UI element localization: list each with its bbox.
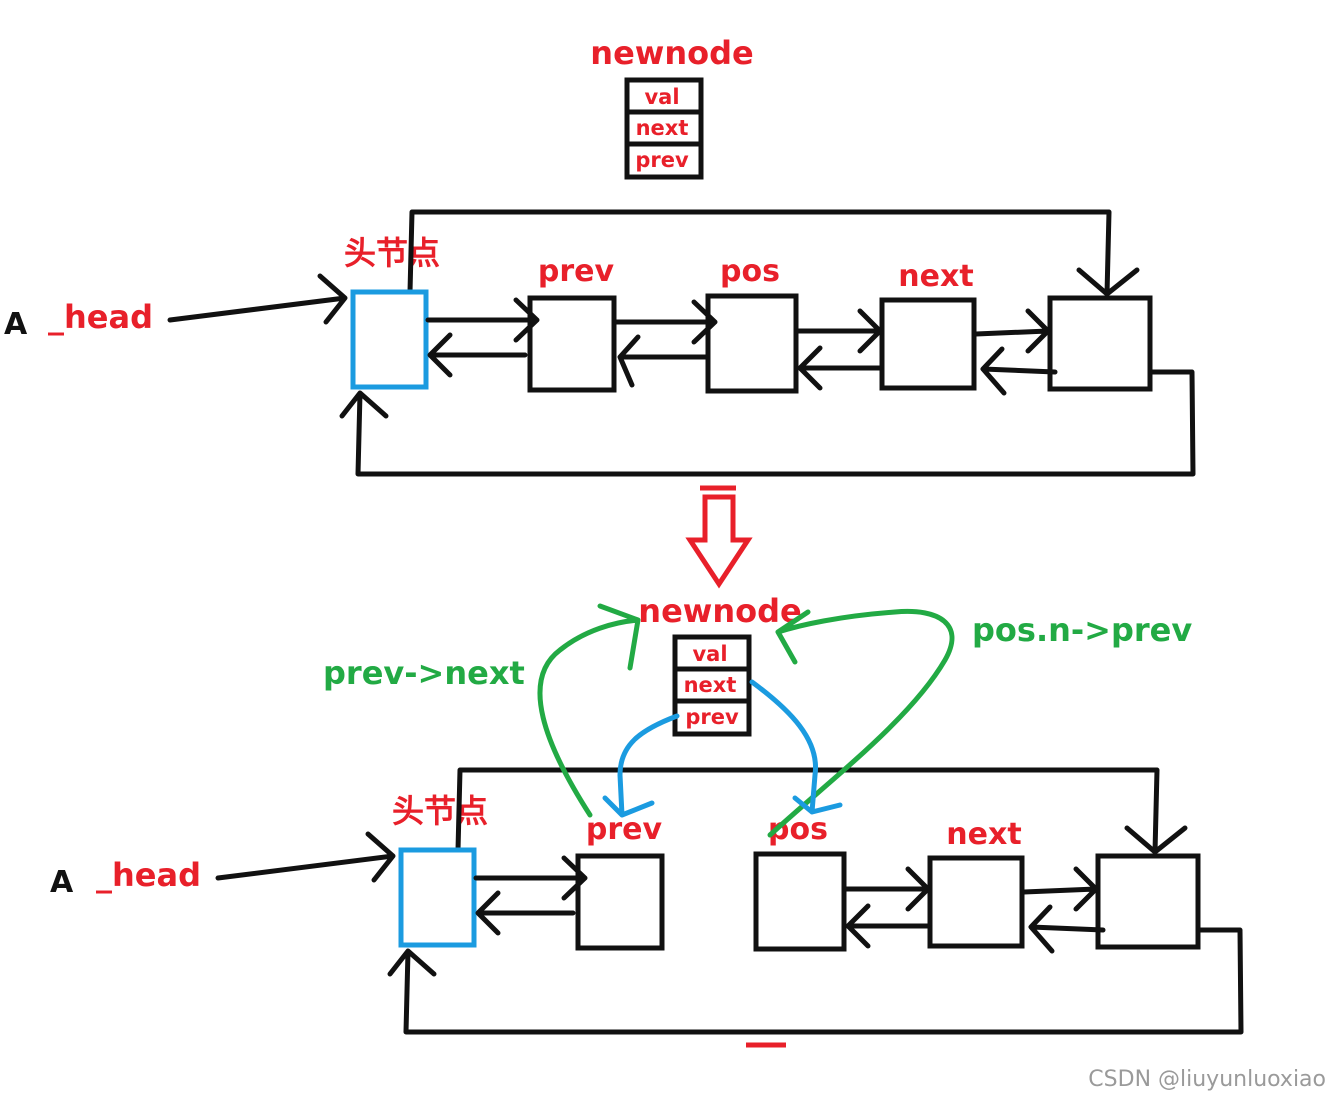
top-loop-top-arrow xyxy=(407,209,1140,297)
annotation-pos-prev: pos.n->prev xyxy=(972,611,1192,649)
bottom-newnode-title: newnode xyxy=(638,592,801,630)
top-link-arrow xyxy=(613,299,718,345)
bottom-field-next: next xyxy=(684,673,737,697)
bottom-label-prev: prev xyxy=(586,812,663,847)
bottom-node-tail xyxy=(1095,853,1201,950)
down-arrow-icon xyxy=(685,494,753,589)
top-head-node xyxy=(350,289,429,390)
top-link-arrow xyxy=(425,297,540,343)
top-loop-bottom-arrow xyxy=(339,369,1196,477)
bottom-node-pos xyxy=(753,851,847,952)
top-link-arrow xyxy=(980,346,1058,396)
bottom-pointer-letter: A xyxy=(50,865,74,900)
top-node-next xyxy=(879,297,977,391)
annotation-prev-next: prev->next xyxy=(323,654,525,692)
bottom-label-next: next xyxy=(946,817,1021,852)
blue-curve-newnode-next-arrow xyxy=(749,679,843,815)
top-field-val: val xyxy=(644,85,679,109)
bottom-node-next xyxy=(927,855,1025,949)
top-label-prev: prev xyxy=(538,254,615,289)
top-link-arrow xyxy=(795,308,883,354)
bottom-loop-top-arrow xyxy=(455,767,1188,855)
blue-curve-newnode-prev-arrow xyxy=(602,713,680,818)
top-head-pointer-arrow xyxy=(167,273,348,325)
top-link-arrow xyxy=(617,334,709,388)
bottom-loop-bottom-arrow xyxy=(387,927,1244,1035)
top-node-tail xyxy=(1047,295,1153,392)
top-link-arrow xyxy=(797,345,883,391)
watermark: CSDN @liuyunluoxiao xyxy=(1088,1067,1326,1092)
bottom-pointer-name: _head xyxy=(96,856,201,894)
green-curve-prev-to-newnode-arrow xyxy=(537,603,641,818)
top-newnode-title: newnode xyxy=(590,34,753,72)
top-link-arrow xyxy=(973,308,1051,354)
top-node-pos xyxy=(705,293,799,394)
top-diagram: newnode val next prev A _head 头节点 prev p… xyxy=(4,34,1196,477)
transition-arrow xyxy=(685,485,753,589)
bottom-diagram: newnode val next prev prev->next pos.n->… xyxy=(50,592,1244,1048)
bottom-link-arrow xyxy=(1028,904,1106,954)
top-newnode-outline xyxy=(624,77,704,180)
top-head-node-label: 头节点 xyxy=(344,234,440,272)
top-node-prev xyxy=(527,295,617,393)
bottom-link-arrow xyxy=(845,903,931,949)
bottom-link-arrow xyxy=(475,890,576,936)
top-label-next: next xyxy=(898,259,973,294)
top-newnode-struct: val next prev xyxy=(624,77,704,180)
top-field-prev: prev xyxy=(635,148,689,172)
top-link-arrow xyxy=(427,332,528,378)
bottom-field-prev: prev xyxy=(685,705,739,729)
bottom-newnode-struct: val next prev xyxy=(672,634,752,737)
bottom-head-pointer-arrow xyxy=(215,831,396,883)
bottom-node-prev xyxy=(575,853,665,951)
top-label-pos: pos xyxy=(720,254,780,289)
top-pointer-letter: A xyxy=(4,307,28,342)
bottom-link-arrow xyxy=(473,855,588,901)
green-curve-pos-to-newnode-arrow xyxy=(767,608,955,838)
bottom-field-val: val xyxy=(692,642,727,666)
bottom-link-arrow xyxy=(843,866,931,912)
top-pointer-name: _head xyxy=(48,298,153,336)
bottom-link-arrow xyxy=(1021,866,1099,912)
bottom-newnode-outline xyxy=(672,634,752,737)
bottom-head-node-label: 头节点 xyxy=(392,792,488,830)
top-field-next: next xyxy=(636,116,689,140)
bottom-head-node xyxy=(398,847,477,948)
